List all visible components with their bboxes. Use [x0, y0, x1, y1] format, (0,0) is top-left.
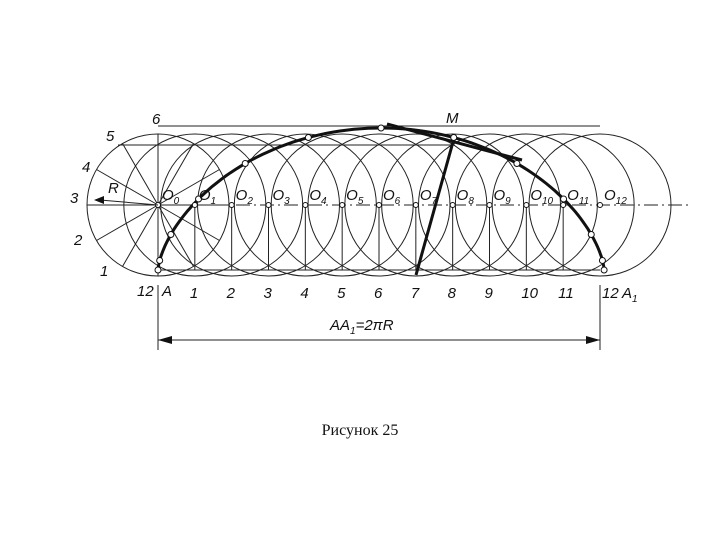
center-label: O11 [567, 187, 589, 207]
cycloid-points [154, 124, 608, 274]
cycloid-point [156, 256, 164, 264]
center-label: O8 [457, 187, 475, 207]
center-point [560, 202, 567, 208]
bottom-label: 4 [300, 285, 308, 302]
center-label: O9 [494, 187, 512, 207]
radius-arrowhead [94, 196, 104, 204]
center-point [523, 202, 530, 208]
bottom-label: 8 [448, 285, 457, 302]
radial-line [96, 204, 159, 241]
bottom-label: 7 [411, 285, 420, 302]
label-3: 3 [70, 190, 79, 207]
cycloid-point [600, 266, 608, 274]
cycloid-point [587, 231, 595, 238]
bottom-division-labels: 1 2 3 4 5 6 7 8 9 10 11 [190, 285, 574, 302]
bottom-label: 9 [485, 285, 494, 302]
dimension-arrow-right [586, 336, 600, 344]
figure-caption: Рисунок 25 [321, 422, 399, 439]
center-label: O10 [530, 187, 553, 207]
label-1: 1 [100, 263, 108, 280]
cycloid-point [304, 134, 312, 142]
cycloid-point [195, 195, 203, 203]
bottom-label: 3 [264, 285, 273, 302]
bottom-label: 11 [558, 285, 574, 302]
cycloid-point [241, 160, 249, 167]
center-label: O0 [162, 187, 180, 207]
cycloid-point [377, 124, 385, 132]
center-point [302, 202, 309, 208]
center-label: O3 [273, 187, 291, 207]
center-label: O1 [199, 187, 216, 207]
center-labels: O0 O1 O2 O3 O4 O5 O6 O7 O8 O9 O10 O11 O12 [162, 187, 627, 207]
label-2: 2 [73, 232, 83, 249]
radius-arrow [99, 199, 159, 206]
bottom-label: 2 [226, 285, 236, 302]
center-label: O4 [309, 187, 327, 207]
label-6: 6 [152, 111, 161, 128]
cycloid-point [513, 160, 521, 167]
division-verticals [194, 205, 564, 270]
normal-at-m [414, 141, 455, 276]
label-12-right: 12 [602, 285, 619, 302]
center-point [228, 202, 235, 208]
center-point [191, 202, 198, 208]
tangent-at-m [386, 122, 523, 162]
cycloid-point [450, 134, 458, 142]
label-r: R [108, 180, 119, 197]
cycloid-point [598, 256, 606, 264]
first-circle-radials [87, 134, 229, 276]
dimension-arrow-left [158, 336, 172, 344]
cycloid-point [167, 231, 175, 238]
center-label: O2 [236, 187, 254, 207]
center-label: O6 [383, 187, 401, 207]
center-point [597, 202, 603, 208]
center-label: O5 [346, 187, 364, 207]
label-a1: A1 [621, 285, 638, 305]
dimension-label: AA1=2πR [329, 317, 394, 337]
bottom-label: 1 [190, 285, 198, 302]
label-4: 4 [82, 159, 90, 176]
radial-line [122, 204, 159, 267]
label-12-left: 12 [137, 283, 154, 300]
bottom-label: 5 [337, 285, 346, 302]
cycloid-point [560, 195, 568, 203]
radial-line [157, 204, 220, 241]
radial-line [122, 143, 159, 206]
center-label: O7 [420, 187, 438, 207]
radial-line [157, 204, 194, 267]
label-m: M [446, 110, 459, 127]
center-point [486, 202, 493, 208]
bottom-label: 6 [374, 285, 383, 302]
center-point [339, 202, 346, 208]
label-a: A [161, 283, 172, 300]
center-point [376, 202, 382, 208]
radial-line [157, 169, 220, 206]
label-5: 5 [106, 128, 115, 145]
radial-line [157, 143, 194, 206]
radial-line [96, 169, 159, 206]
center-point [265, 202, 272, 208]
center-point [449, 202, 456, 208]
center-label: O12 [604, 187, 627, 207]
bottom-label: 10 [521, 285, 538, 302]
cycloid-point [154, 266, 162, 274]
center-point [412, 202, 419, 208]
